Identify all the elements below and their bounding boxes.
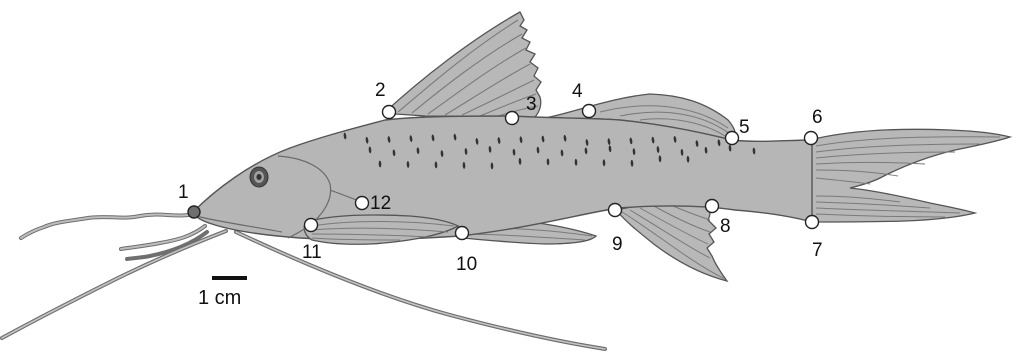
landmark-label-8: 8 <box>720 216 731 237</box>
barbel-long-right-inner <box>236 232 605 349</box>
landmark-label-10: 10 <box>456 254 477 275</box>
pectoral-fin <box>304 215 458 244</box>
landmark-circle-icon <box>805 132 818 145</box>
scale-bar-line <box>212 276 247 280</box>
landmark-circle-icon <box>188 206 200 218</box>
landmark-circle-icon <box>583 105 596 118</box>
landmark-label-9: 9 <box>612 234 623 255</box>
landmark-circle-icon <box>609 204 622 217</box>
landmark-circle-icon <box>305 219 318 232</box>
dorsal-fin <box>384 12 541 118</box>
landmark-label-1: 1 <box>178 182 189 203</box>
caudal-fin <box>810 129 1010 222</box>
landmark-label-7: 7 <box>812 240 823 261</box>
landmark-circle-icon <box>506 112 519 125</box>
landmark-label-4: 4 <box>572 81 583 102</box>
landmark-circle-icon <box>806 216 819 229</box>
scale-bar: 1 cm <box>198 276 247 309</box>
landmark-circle-icon <box>726 132 739 145</box>
fish-eye-icon <box>250 167 268 187</box>
landmark-label-5: 5 <box>739 117 750 138</box>
landmark-label-6: 6 <box>812 107 823 128</box>
barbel-long-left <box>2 231 226 338</box>
landmark-circle-icon <box>706 200 719 213</box>
landmark-label-12: 12 <box>370 193 391 214</box>
barbel-long-right <box>236 232 605 349</box>
landmark-label-3: 3 <box>526 94 537 115</box>
landmark-circle-icon <box>383 106 396 119</box>
landmark-label-2: 2 <box>375 80 386 101</box>
landmark-label-11: 11 <box>302 242 322 263</box>
landmark-circle-icon <box>356 197 369 210</box>
landmark-circle-icon <box>456 227 469 240</box>
barbel-upper-inner <box>21 214 196 238</box>
scale-bar-label: 1 cm <box>198 287 241 309</box>
